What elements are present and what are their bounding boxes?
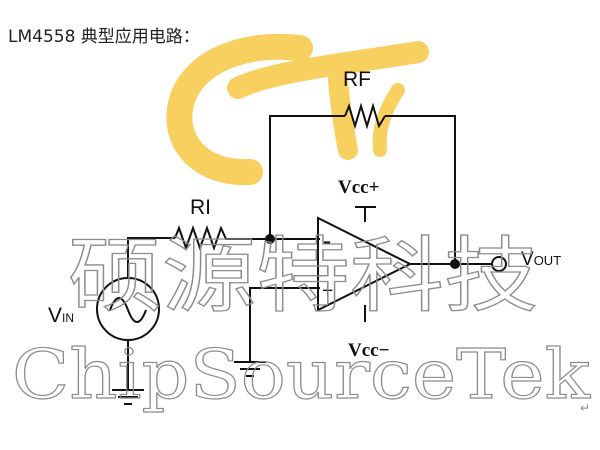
watermark-chinese: 硕源特科技: [68, 229, 538, 324]
page-heading: LM4558 典型应用电路：: [8, 27, 200, 47]
opamp-noninverting-sign: +: [322, 280, 333, 302]
watermark-english: ChipSourceTek: [12, 336, 591, 415]
junction-inverting: [265, 234, 275, 244]
label-vin-sub: IN: [62, 311, 74, 325]
label-ri: RI: [190, 196, 211, 219]
ground-symbol-noninverting: [234, 361, 266, 377]
op-amp-symbol: [317, 216, 413, 312]
label-vin-v: V: [48, 304, 62, 327]
resistor-rf: [344, 102, 386, 130]
label-rf: RF: [343, 68, 371, 91]
opamp-inverting-sign: -: [323, 228, 331, 254]
output-terminal: [491, 256, 507, 272]
ac-source-symbol: [96, 277, 160, 341]
resistor-ri: [174, 224, 230, 252]
label-vcc-negative: Vcc−: [348, 340, 389, 361]
label-vcc-positive: Vcc+: [338, 177, 379, 198]
junction-output: [450, 259, 460, 269]
label-vout: VOUT: [521, 249, 561, 270]
label-vout-v: V: [521, 249, 534, 270]
label-vout-sub: OUT: [534, 253, 562, 268]
label-vin: VIN: [48, 304, 74, 327]
return-mark: ↵: [580, 401, 590, 415]
logo-watermark: [166, 33, 429, 186]
ground-symbol-source: [112, 389, 144, 405]
